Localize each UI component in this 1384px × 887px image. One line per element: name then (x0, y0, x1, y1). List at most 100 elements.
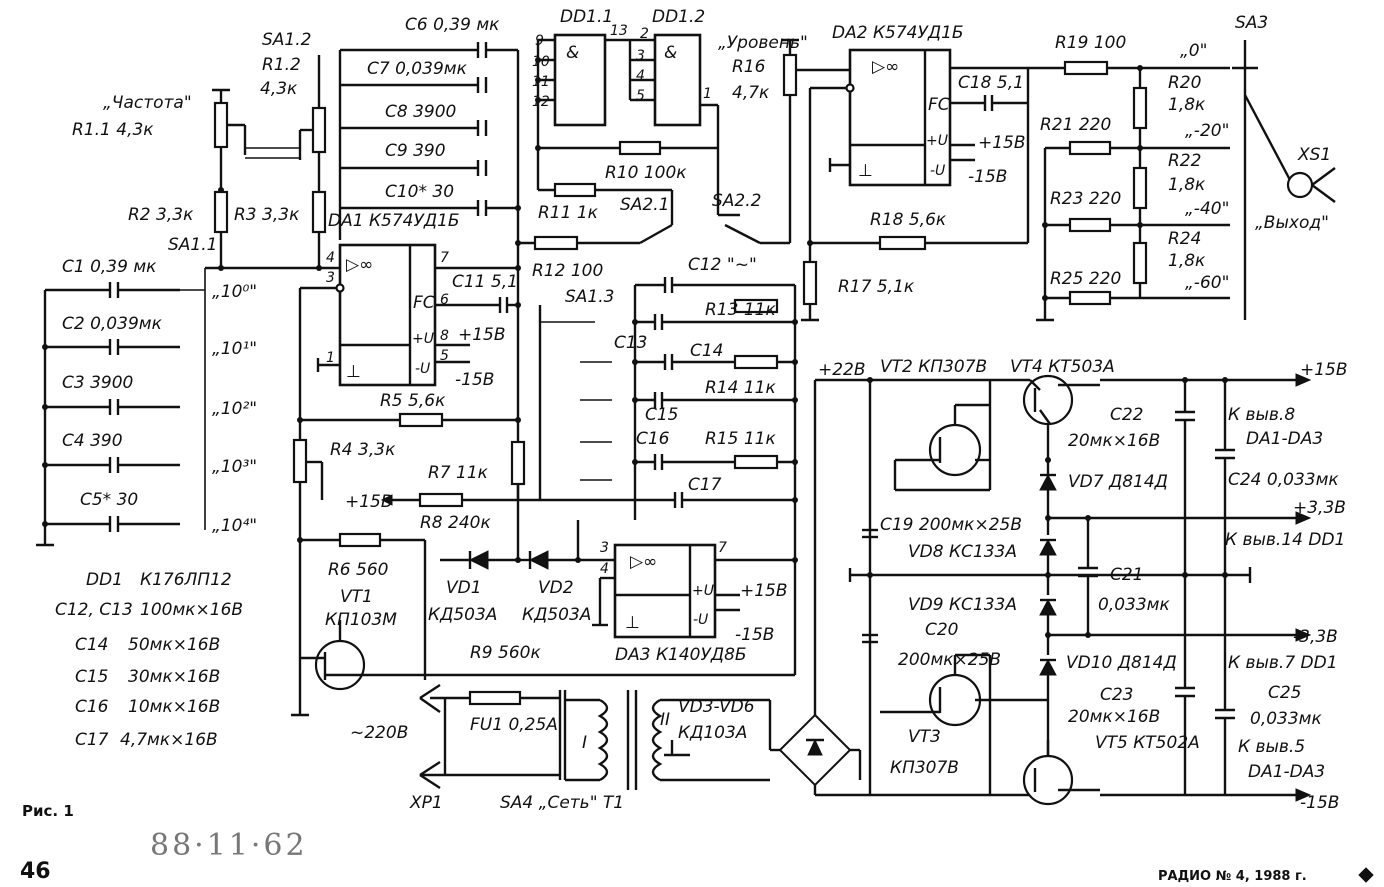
c22-value: 20мк×16В (1068, 431, 1160, 451)
to-pin8-ics: DA1-DA3 (1246, 429, 1323, 449)
range-pos-4: „10⁴" (212, 516, 257, 536)
c23-label: C23 (1100, 685, 1134, 705)
da2-label: DA2 К574УД1Б (832, 23, 964, 43)
sa4-label: SA4 „Сеть" T1 (500, 793, 624, 813)
to-pin7: К выв.7 DD1 (1228, 653, 1338, 673)
da1-mu: -U (415, 361, 430, 377)
da1-pin4: 4 (326, 250, 335, 266)
to-pin5: К выв.5 (1238, 737, 1305, 757)
to-pin8: К выв.8 (1228, 405, 1295, 425)
c11-label: C11 5,1 (452, 272, 518, 292)
agc-filter-bank: SA1.3 C12 "~" R13 11к C13 C14 R14 11к C1… (538, 255, 798, 675)
parts-c14-value: 50мк×16В (128, 635, 220, 655)
r11-label: R11 1к (538, 203, 599, 223)
dd1-pin9: 9 (535, 33, 544, 49)
c2-label: C2 0,039мк (62, 314, 163, 334)
vd8-label: VD8 КС133А (908, 542, 1017, 562)
output-attenuator: R19 100 R20 1,8к R21 220 R22 1,8к R23 22… (1036, 13, 1336, 322)
att-40: „-40" (1185, 199, 1229, 219)
plus22-label: +22В (818, 360, 866, 380)
dd1-pin11: 11 (532, 74, 550, 90)
vt3-type: КП307В (890, 758, 959, 778)
r24-label: R24 (1168, 229, 1201, 249)
r21-label: R21 220 (1040, 115, 1111, 135)
r7-label: R7 11к (428, 463, 489, 483)
parts-c12-value: 100мк×16В (140, 600, 243, 620)
da2-pu: +U (926, 133, 948, 149)
dd1-2-and: & (664, 43, 677, 63)
c15-label: C15 (645, 405, 679, 425)
parts-c16-value: 10мк×16В (128, 697, 220, 717)
parts-c15-value: 30мк×16В (128, 667, 220, 687)
da2-fc: FC (928, 95, 950, 115)
r3-label: R3 3,3к (234, 205, 300, 225)
r22-label: R22 (1168, 151, 1201, 171)
input-capacitor-bank: C1 0,39 мк C2 0,039мк C3 3900 C4 390 C5*… (36, 235, 257, 547)
parts-dd1-value: К176ЛП12 (140, 570, 232, 590)
r24-value: 1,8к (1168, 251, 1206, 271)
da1-gnd: ⊥ (346, 362, 361, 382)
r8-label: R8 240к (420, 513, 491, 533)
dd1-pin10: 10 (532, 54, 550, 70)
da3-amp-symbol: ▷∞ (630, 552, 657, 572)
r4-label: R4 3,3к (330, 440, 396, 460)
parts-c17-ref: C17 (75, 730, 109, 750)
to-pin14: К выв.14 DD1 (1225, 530, 1345, 550)
logic-dd1: & & DD1.1 DD1.2 9 10 11 12 13 2 3 4 5 1 … (532, 7, 808, 225)
r12-label: R12 100 (532, 261, 603, 281)
vd9-label: VD9 КС133А (908, 595, 1017, 615)
dd1-pin12: 12 (532, 94, 550, 110)
vd7-label: VD7 Д814Д (1068, 472, 1168, 492)
dd1-2-pin2: 2 (640, 26, 649, 42)
c19-label: C19 200мк×25В (880, 515, 1022, 535)
r1-2-label: R1.2 (262, 55, 301, 75)
r5-label: R5 5,6к (380, 391, 446, 411)
xp1-label: XP1 (409, 793, 443, 813)
agc-network: R5 5,6к R4 3,3к R7 11к +15В R8 240к R6 5… (291, 391, 540, 717)
da1-pin5: 5 (440, 348, 449, 364)
c5-label: C5* 30 (80, 490, 138, 510)
da1-pin7: 7 (440, 250, 449, 266)
figure-caption: Рис. 1 (22, 802, 74, 820)
op-amp-da3: VD1 КД503А VD2 КД503А ▷∞ +U -U ⊥ 3 4 7 +… (425, 520, 798, 677)
xs1-label: XS1 (1297, 145, 1331, 165)
vt5-label: VT5 КТ502А (1095, 733, 1200, 753)
vt4-label: VT4 КТ503А (1010, 357, 1115, 377)
range-pos-0: „10⁰" (212, 282, 257, 302)
c18-label: C18 5,1 (958, 73, 1024, 93)
parts-list: DD1 К176ЛП12 C12, C13 100мк×16В C14 50мк… (55, 570, 243, 750)
handwritten-note: 88·11·62 (150, 828, 308, 863)
op-amp-da2: R16 4,7к ▷∞ FC +U -U ⊥ DA2 К574УД1Б C18 … (732, 23, 1065, 322)
journal-footer: РАДИО № 4, 1988 г. (1158, 869, 1307, 884)
dd1-2-pin5: 5 (636, 88, 645, 104)
c12-label: C12 "~" (688, 255, 757, 275)
parts-c14-ref: C14 (75, 635, 109, 655)
c21-label: C21 (1110, 565, 1144, 585)
dd1-1-label: DD1.1 (560, 7, 613, 27)
r1-2-value: 4,3к (260, 79, 298, 99)
parts-c12-ref: C12, C13 (55, 600, 133, 620)
r18-label: R18 5,6к (870, 210, 947, 230)
parts-c16-ref: C16 (75, 697, 109, 717)
level-label: „Уровень" (718, 33, 808, 53)
r23-label: R23 220 (1050, 189, 1121, 209)
op-amp-da1: ▷∞ FC +U -U ⊥ DA1 К574УД1Б 4 3 7 6 8 5 1… (298, 211, 521, 420)
out-m15: -15В (1300, 793, 1339, 813)
c14-label: C14 (690, 341, 724, 361)
output-label: „Выход" (1255, 213, 1329, 233)
c1-label: C1 0,39 мк (62, 257, 157, 277)
da1-label: DA1 К574УД1Б (328, 211, 460, 231)
timing-capacitor-bank: C6 0,39 мк C7 0,039мк C8 3900 C9 390 C10… (338, 15, 521, 560)
vt1-type: КП103М (325, 610, 397, 630)
power-input: R9 560к FU1 0,25А ~220В XP1 SA4 „Сеть" T… (350, 360, 1060, 813)
da1-fc: FC (413, 293, 435, 313)
c10-label: C10* 30 (385, 182, 454, 202)
vt2-label: VT2 КП307В (880, 357, 987, 377)
mode-switch: R12 100 (515, 55, 792, 281)
da3-pin3: 3 (600, 540, 609, 556)
fu1-label: FU1 0,25А (470, 715, 558, 735)
r16-value: 4,7к (732, 83, 770, 103)
sa2-1-label: SA2.1 (620, 195, 669, 215)
da3-label: DA3 К140УД8Б (615, 645, 747, 665)
